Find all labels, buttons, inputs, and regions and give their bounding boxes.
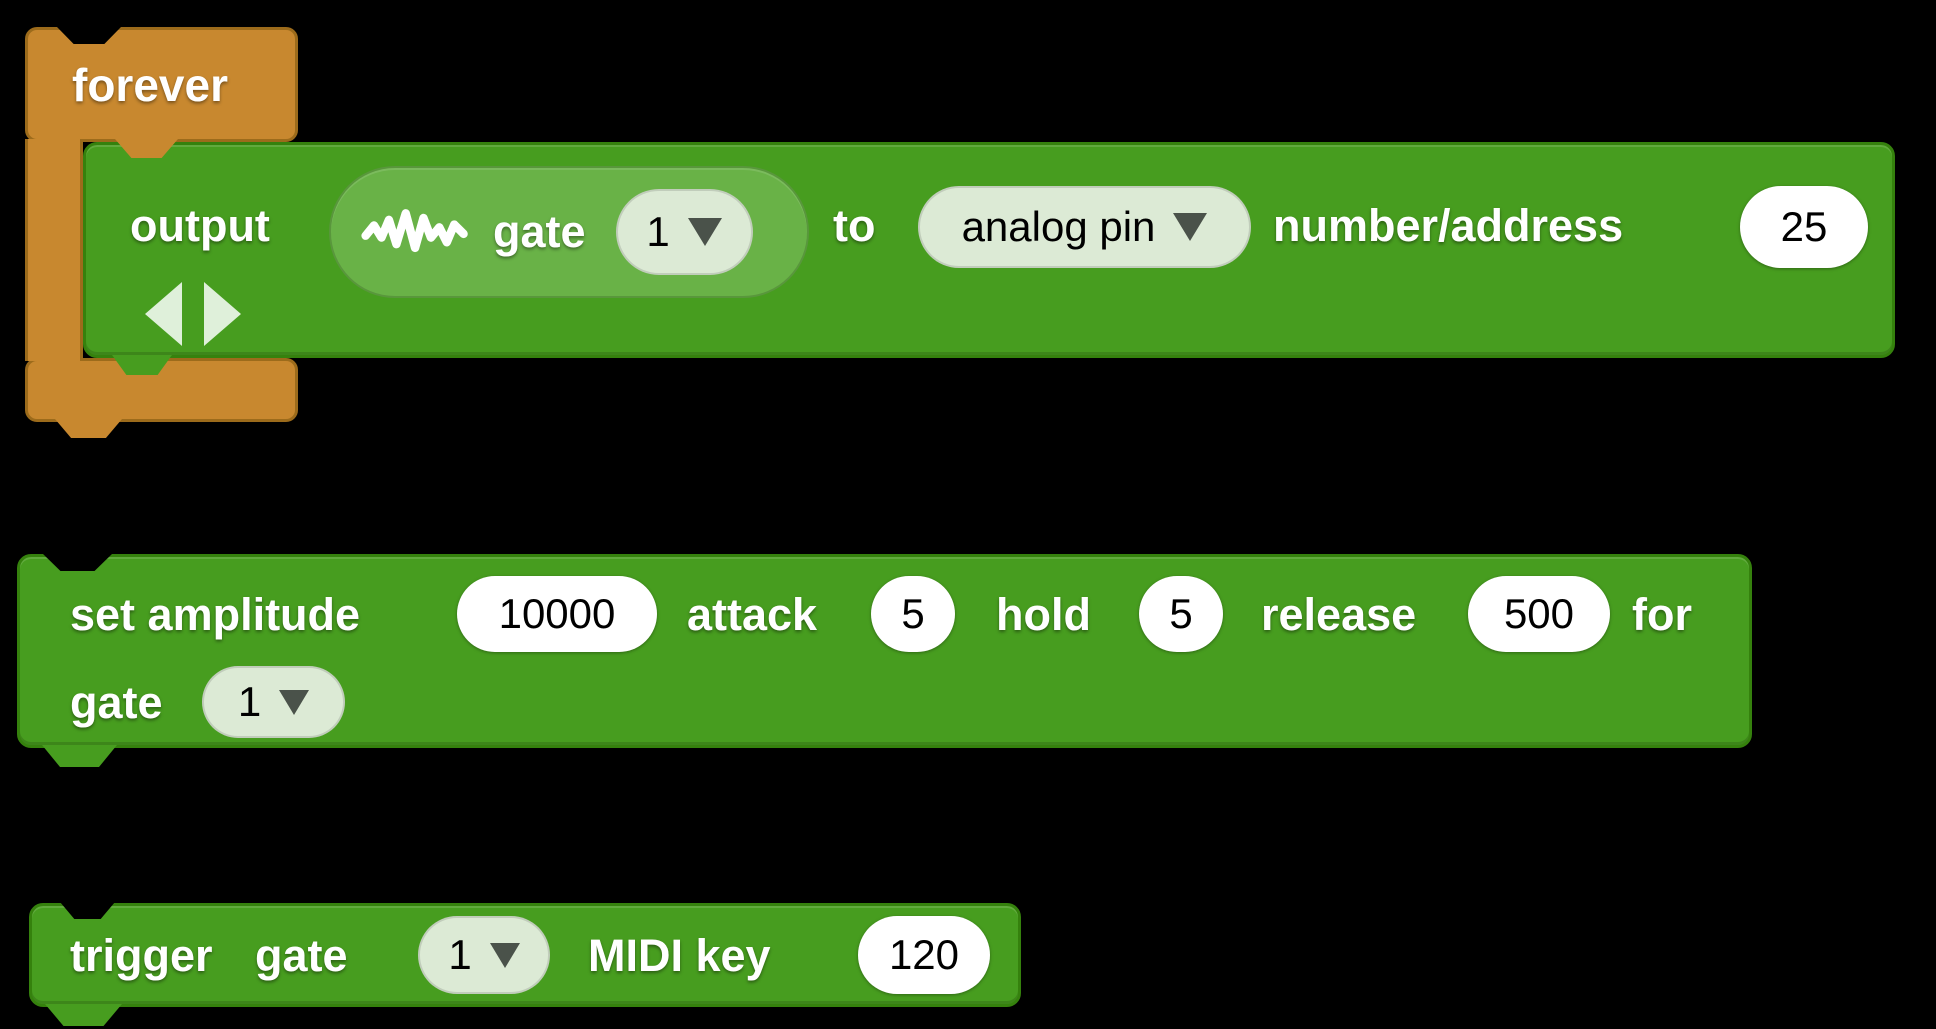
envelope-gate-value: 1 bbox=[237, 678, 262, 725]
to-label: to bbox=[833, 200, 876, 251]
forever-block-arm[interactable] bbox=[25, 139, 83, 361]
output-target-dropdown[interactable]: analog pin bbox=[918, 186, 1251, 268]
forever-block-header[interactable]: forever bbox=[25, 27, 298, 142]
dropdown-triangle-icon bbox=[489, 942, 520, 968]
attack-value: 5 bbox=[901, 590, 925, 637]
envelope-bottom-nub bbox=[42, 745, 117, 767]
release-label: release bbox=[1261, 589, 1417, 640]
release-value: 500 bbox=[1503, 590, 1575, 637]
trigger-bottom-nub bbox=[45, 1004, 122, 1026]
gate-signal-reporter[interactable]: gate 1 bbox=[329, 166, 809, 298]
midi-key-label: MIDI key bbox=[588, 930, 771, 981]
trigger-gate-dropdown[interactable]: 1 bbox=[418, 916, 550, 994]
trigger-gate-label: gate bbox=[255, 930, 348, 981]
waveform-icon bbox=[361, 209, 468, 253]
hold-value: 5 bbox=[1169, 590, 1193, 637]
address-value: 25 bbox=[1780, 203, 1828, 250]
dropdown-triangle-icon bbox=[1173, 213, 1208, 241]
set-amplitude-label: set amplitude bbox=[70, 589, 361, 640]
attack-label: attack bbox=[687, 589, 818, 640]
envelope-gate-label: gate bbox=[70, 677, 163, 728]
forever-label: forever bbox=[72, 58, 228, 111]
hold-input[interactable]: 5 bbox=[1139, 576, 1223, 652]
dropdown-triangle-icon bbox=[687, 218, 722, 246]
amplitude-input[interactable]: 10000 bbox=[457, 576, 657, 652]
envelope-gate-dropdown[interactable]: 1 bbox=[202, 666, 345, 738]
output-bottom-nub bbox=[112, 355, 172, 375]
trigger-label: trigger bbox=[70, 930, 213, 981]
forever-bottom-nub bbox=[55, 419, 122, 438]
trigger-top-notch bbox=[60, 902, 115, 919]
amplitude-value: 10000 bbox=[498, 590, 616, 637]
midi-key-input[interactable]: 120 bbox=[858, 916, 990, 994]
number-address-label: number/address bbox=[1273, 200, 1624, 251]
release-input[interactable]: 500 bbox=[1468, 576, 1610, 652]
arrow-right-icon[interactable] bbox=[204, 282, 241, 346]
midi-key-value: 120 bbox=[888, 931, 960, 978]
forever-top-notch bbox=[57, 27, 121, 44]
for-label: for bbox=[1632, 589, 1692, 640]
dropdown-triangle-icon bbox=[279, 689, 310, 715]
attack-input[interactable]: 5 bbox=[871, 576, 955, 652]
reporter-gate-value: 1 bbox=[646, 208, 670, 255]
output-top-notch-filled bbox=[115, 139, 178, 158]
envelope-top-notch bbox=[42, 553, 113, 571]
address-input[interactable]: 25 bbox=[1740, 186, 1868, 268]
variadic-arrows bbox=[145, 282, 241, 346]
trigger-gate-value: 1 bbox=[448, 931, 472, 978]
reporter-gate-label: gate bbox=[493, 206, 586, 257]
forever-block-footer[interactable] bbox=[25, 358, 298, 422]
reporter-gate-dropdown[interactable]: 1 bbox=[615, 189, 753, 275]
output-label: output bbox=[130, 200, 270, 251]
output-target-value: analog pin bbox=[961, 203, 1156, 250]
arrow-left-icon[interactable] bbox=[145, 282, 182, 346]
hold-label: hold bbox=[996, 589, 1091, 640]
